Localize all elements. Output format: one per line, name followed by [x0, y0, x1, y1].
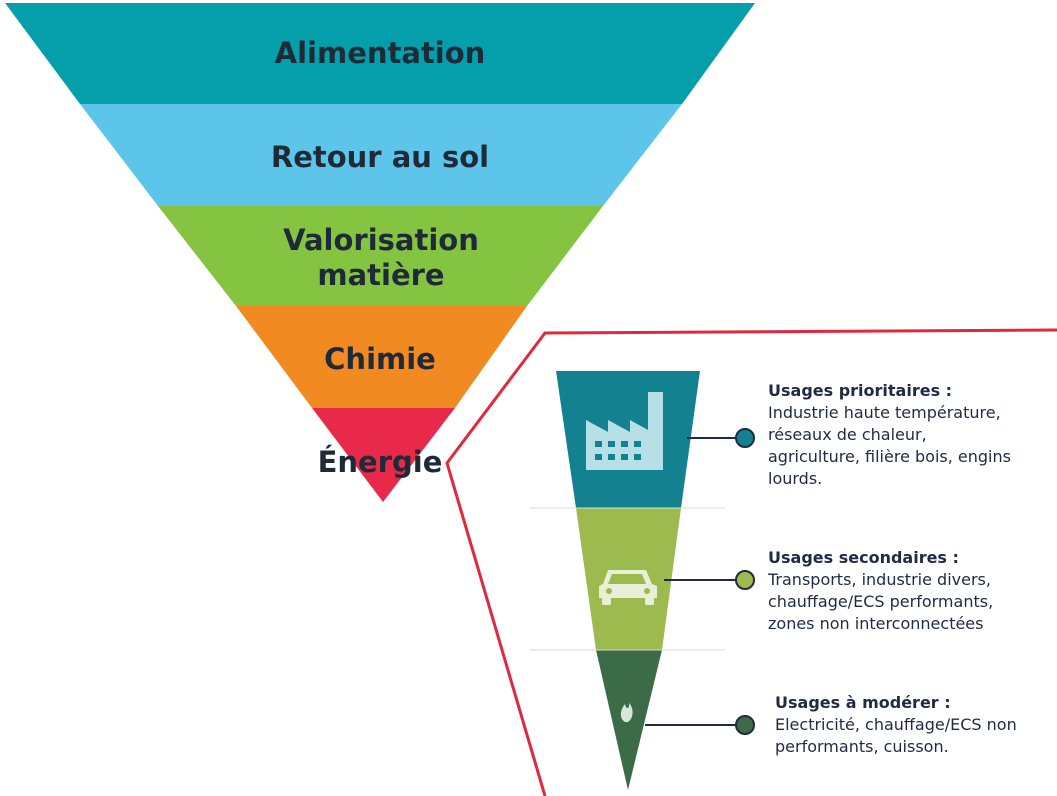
pyramid-level-retour-au-sol [80, 104, 682, 206]
usage-dot-prioritaires [735, 428, 755, 448]
usage-title: Usages secondaires : [768, 548, 959, 567]
usage-body: Industrie haute température, réseaux de … [768, 403, 1011, 488]
usage-body: Transports, industrie divers, chauffage/… [768, 570, 994, 633]
usage-title: Usages prioritaires : [768, 381, 953, 400]
pyramid-level-chimie [236, 306, 527, 408]
pyramid-level-valorisation-matiere [158, 206, 603, 306]
car-icon [599, 570, 657, 605]
pyramid-label-retour-au-sol: Retour au sol [270, 140, 490, 174]
pyramid-level-alimentation [5, 3, 755, 104]
usage-dot-a-moderer [735, 715, 755, 735]
factory-icon [586, 392, 663, 470]
usage-dot-secondaires [735, 570, 755, 590]
zoom-frame [445, 328, 1057, 796]
usage-body: Electricité, chauffage/ECS non performan… [775, 715, 1017, 756]
pyramid-level-energie [312, 408, 455, 502]
usage-block-secondaires: Usages secondaires : Transports, industr… [768, 547, 1038, 635]
pyramid-label-energie: Énergie [317, 445, 443, 479]
pyramid-label-alimentation: Alimentation [274, 36, 486, 70]
usage-title: Usages à modérer : [775, 693, 951, 712]
usage-block-prioritaires: Usages prioritaires : Industrie haute te… [768, 380, 1018, 490]
usage-block-a-moderer: Usages à modérer : Electricité, chauffag… [775, 692, 1035, 758]
pyramid-label-chimie: Chimie [324, 342, 436, 376]
flame-icon [620, 703, 633, 722]
pyramid-label-valorisation-matiere: Valorisation matière [283, 223, 479, 292]
